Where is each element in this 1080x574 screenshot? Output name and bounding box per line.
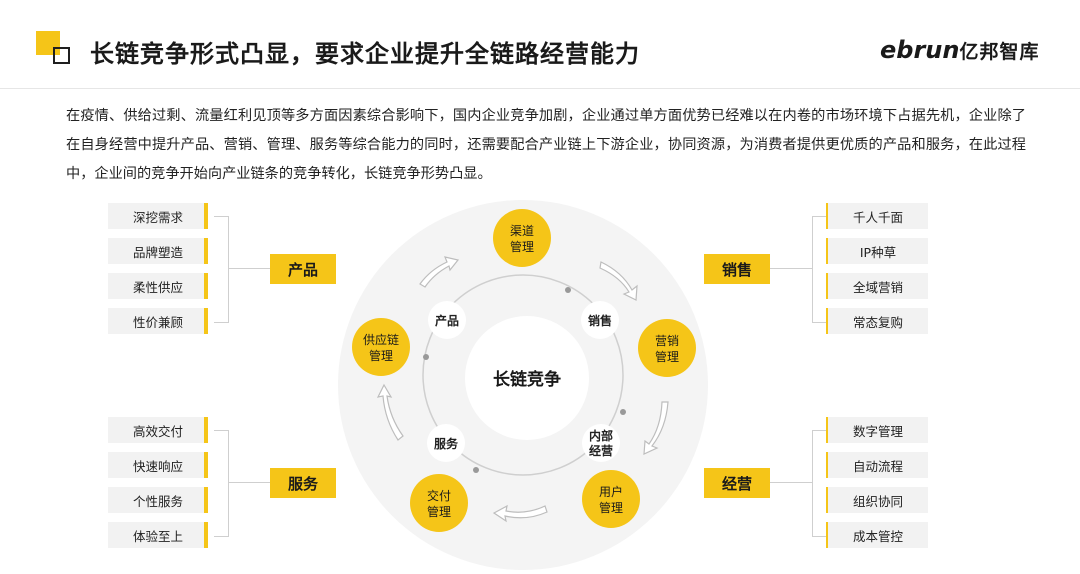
node-user xyxy=(582,470,640,528)
page-title: 长链竞争形式凸显，要求企业提升全链路经营能力 xyxy=(90,40,640,68)
node-supply-chain-label: 供应链管理 xyxy=(363,332,399,363)
node-channel xyxy=(493,209,551,267)
ring-dot xyxy=(565,287,571,293)
service-connector xyxy=(228,482,270,483)
product-item-bar xyxy=(204,273,208,299)
inner-node-service xyxy=(427,424,465,462)
ops-item: 成本管控 xyxy=(828,522,928,548)
category-ops: 经营 xyxy=(704,468,770,498)
center-circle xyxy=(465,316,589,440)
service-item: 快速响应 xyxy=(108,452,208,478)
service-item-bar xyxy=(204,487,208,513)
title-accent-square xyxy=(36,31,60,55)
product-item-bar xyxy=(204,203,208,229)
intro-paragraph: 在疫情、供给过剩、流量红利见顶等多方面因素综合影响下，国内企业竞争加剧，企业通过… xyxy=(66,108,1026,182)
node-delivery xyxy=(410,474,468,532)
ops-item: 自动流程 xyxy=(828,452,928,478)
arrow-icon xyxy=(419,256,460,288)
arrow-icon xyxy=(376,383,404,441)
node-delivery-label: 交付管理 xyxy=(427,488,451,519)
sales-item: IP种草 xyxy=(828,238,928,264)
service-bracket xyxy=(214,430,229,537)
arrow-icon xyxy=(643,401,669,455)
center-label: 长链竞争 xyxy=(493,369,561,390)
brand-logo: ebrun亿邦智库 xyxy=(880,36,1039,64)
inner-label-sales: 销售 xyxy=(588,313,612,328)
logo-cn: 亿邦智库 xyxy=(959,41,1040,63)
node-marketing-label: 营销管理 xyxy=(655,334,679,364)
product-bracket xyxy=(214,216,229,323)
inner-label-service: 服务 xyxy=(434,436,459,451)
sales-item: 常态复购 xyxy=(828,308,928,334)
product-item: 品牌塑造 xyxy=(108,238,208,264)
sales-connector xyxy=(770,268,812,269)
product-item: 深挖需求 xyxy=(108,203,208,229)
ops-connector xyxy=(770,482,812,483)
service-item-bar xyxy=(204,522,208,548)
category-sales: 销售 xyxy=(704,254,770,284)
sales-item: 千人千面 xyxy=(828,203,928,229)
cycle-arrows xyxy=(376,256,669,523)
ops-item: 组织协同 xyxy=(828,487,928,513)
node-channel-label: 渠道管理 xyxy=(510,224,534,254)
inner-label-product: 产品 xyxy=(435,313,459,328)
ring-dot xyxy=(620,409,626,415)
product-item: 性价兼顾 xyxy=(108,308,208,334)
service-item-bar xyxy=(204,452,208,478)
product-connector xyxy=(228,268,270,269)
node-marketing xyxy=(638,319,696,377)
category-product: 产品 xyxy=(270,254,336,284)
product-item-bar xyxy=(204,238,208,264)
arrow-icon xyxy=(599,261,638,301)
service-item: 高效交付 xyxy=(108,417,208,443)
category-service: 服务 xyxy=(270,468,336,498)
ring-dot xyxy=(423,354,429,360)
ops-item: 数字管理 xyxy=(828,417,928,443)
inner-node-sales xyxy=(581,301,619,339)
sales-bracket xyxy=(812,216,827,323)
inner-label-ops: 内部经营 xyxy=(589,428,613,458)
service-item: 体验至上 xyxy=(108,522,208,548)
sales-item: 全域营销 xyxy=(828,273,928,299)
logo-latin: ebrun xyxy=(880,36,960,64)
arrow-icon xyxy=(492,504,548,523)
node-user-label: 用户管理 xyxy=(599,484,623,515)
ring-dot xyxy=(473,467,479,473)
node-supply-chain xyxy=(352,318,410,376)
title-accent-outline xyxy=(53,47,70,64)
inner-node-product xyxy=(428,301,466,339)
header-divider xyxy=(0,88,1080,89)
product-item-bar xyxy=(204,308,208,334)
service-item-bar xyxy=(204,417,208,443)
product-item: 柔性供应 xyxy=(108,273,208,299)
service-item: 个性服务 xyxy=(108,487,208,513)
inner-ring xyxy=(422,274,624,476)
inner-node-ops xyxy=(582,424,620,462)
ops-bracket xyxy=(812,430,827,537)
